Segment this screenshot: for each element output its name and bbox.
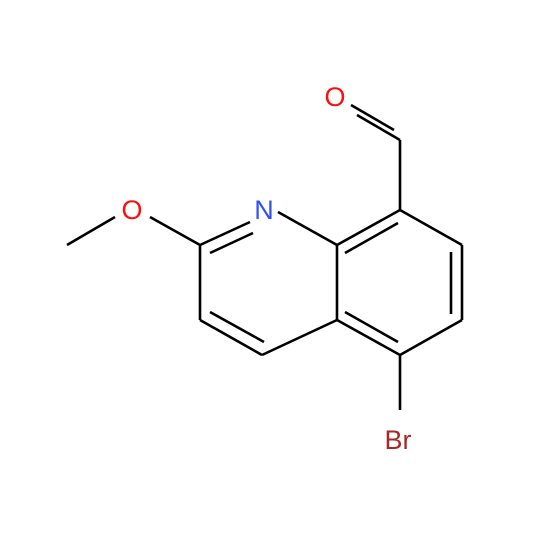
- aldehyde-oxygen-label: O: [324, 82, 345, 112]
- ring-bond-c8a-c8: [336, 208, 401, 247]
- methoxy-oxygen-to-methyl-bond: [66, 215, 116, 247]
- methoxy-oxygen-label: O: [121, 195, 142, 225]
- ring-nitrogen-label: N: [254, 195, 274, 225]
- ring-bond-c3-c4-inner: [209, 310, 265, 344]
- ring-bond-c6-c5: [399, 318, 463, 357]
- aldehyde-carbonyl-bond-inner: [350, 103, 395, 132]
- ring-bond-c3-c4: [199, 318, 263, 357]
- ring-bond-c4-c4a: [261, 318, 338, 357]
- ring-bond-c8-c7: [399, 208, 463, 247]
- ring-bond-n1-c2-inner: [209, 231, 254, 255]
- atom-labels-group: O N O Br: [121, 82, 411, 455]
- bonds-group: [66, 103, 464, 410]
- ring-bond-c8a-n1: [277, 210, 338, 247]
- bromine-label: Br: [385, 425, 412, 455]
- ring-bond-c8a-c8-inner: [344, 221, 399, 255]
- ring-bond-n1-c2: [199, 220, 251, 247]
- c2-to-methoxy-oxygen-bond: [149, 215, 201, 247]
- aldehyde-carbonyl-bond-outer: [356, 113, 401, 142]
- ring-bond-c5-c4a: [336, 318, 401, 357]
- ring-bond-c5-c4a-inner: [344, 310, 399, 344]
